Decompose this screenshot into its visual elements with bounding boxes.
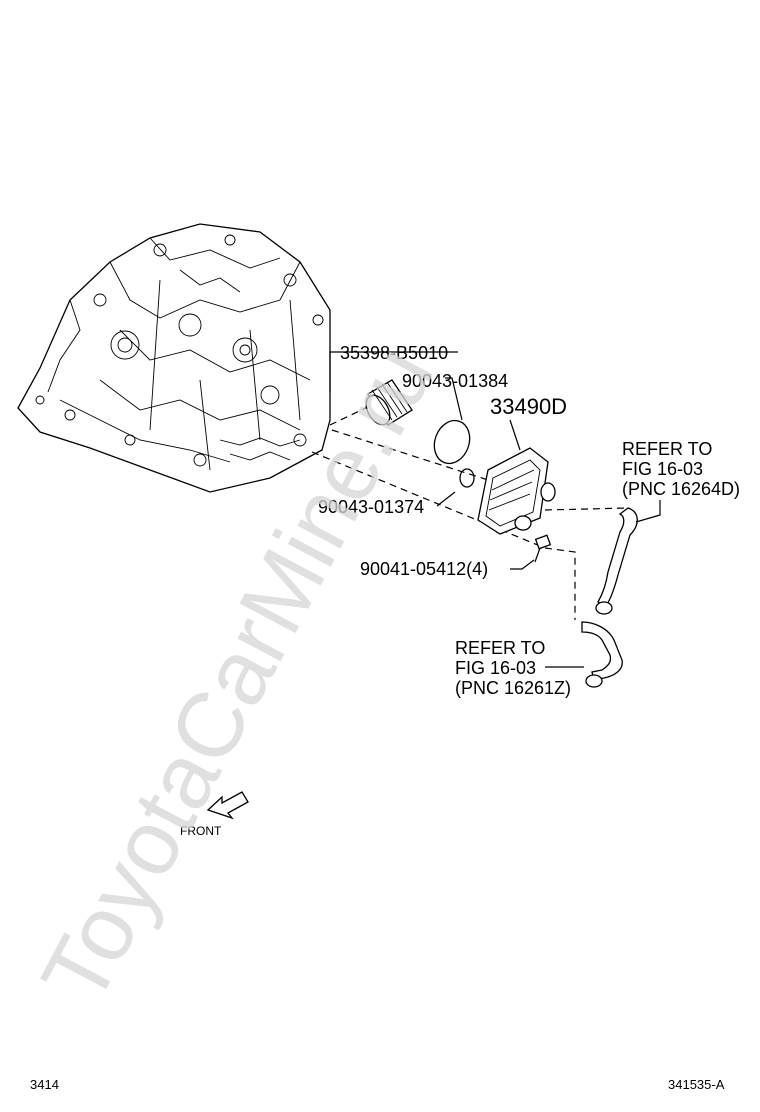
oil-cooler bbox=[477, 447, 556, 535]
refer-lower: REFER TO FIG 16-03 (PNC 16261Z) bbox=[455, 638, 571, 698]
refer-upper-line1: REFER TO bbox=[622, 439, 712, 459]
lower-hose bbox=[581, 621, 623, 688]
front-arrow-icon bbox=[206, 791, 249, 820]
leader-lines bbox=[329, 351, 661, 668]
label-front: FRONT bbox=[180, 824, 222, 838]
bolt bbox=[534, 534, 552, 563]
transmission-housing bbox=[17, 223, 331, 493]
refer-upper: REFER TO FIG 16-03 (PNC 16264D) bbox=[622, 439, 740, 499]
footer-page-number: 3414 bbox=[30, 1077, 59, 1092]
label-bolt: 90041-05412(4) bbox=[360, 559, 488, 579]
footer-figure-code: 341535-A bbox=[668, 1077, 725, 1092]
small-o-ring bbox=[459, 468, 475, 488]
refer-lower-line1: REFER TO bbox=[455, 638, 545, 658]
label-small-o-ring: 90043-01374 bbox=[318, 497, 424, 517]
label-oil-cooler: 33490D bbox=[490, 394, 567, 419]
large-o-ring bbox=[433, 419, 471, 465]
refer-upper-line3: (PNC 16264D) bbox=[622, 479, 740, 499]
refer-lower-line2: FIG 16-03 bbox=[455, 658, 536, 678]
label-large-o-ring: 90043-01384 bbox=[402, 371, 508, 391]
upper-hose bbox=[595, 507, 638, 615]
label-oil-filter: 35398-B5010 bbox=[340, 343, 448, 363]
refer-upper-line2: FIG 16-03 bbox=[622, 459, 703, 479]
oil-filter-element bbox=[365, 379, 413, 426]
refer-lower-line3: (PNC 16261Z) bbox=[455, 678, 571, 698]
